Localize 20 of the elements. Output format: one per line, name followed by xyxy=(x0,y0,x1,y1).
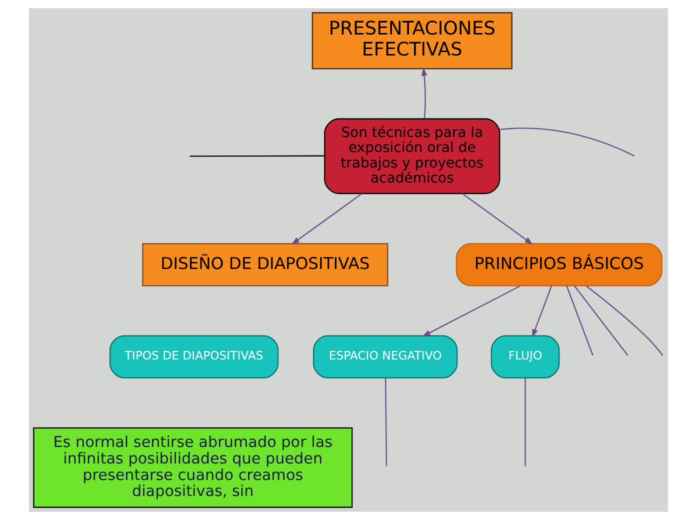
arrow xyxy=(420,68,427,119)
connector xyxy=(585,285,663,356)
connector xyxy=(384,378,387,466)
node-box: TIPOS DE DIAPOSITIVAS xyxy=(108,335,278,378)
node-box: DISEÑO DE DIAPOSITIVAS xyxy=(142,243,388,286)
connector xyxy=(573,285,628,356)
connector xyxy=(500,128,634,156)
arrow xyxy=(532,286,552,338)
node-box: PRESENTACIONES EFECTIVAS xyxy=(311,12,512,70)
node-box: Son técnicas para la exposición oral de trabajos y proyectos académicos xyxy=(324,118,500,194)
connector xyxy=(566,286,593,356)
connector xyxy=(524,378,526,466)
arrow xyxy=(422,285,520,337)
arrow xyxy=(290,193,362,245)
node-box: PRINCIPIOS BÁSICOS xyxy=(455,243,662,286)
node-box: ESPACIO NEGATIVO xyxy=(312,335,458,378)
connector xyxy=(189,155,324,157)
node-box: FLUJO xyxy=(490,335,560,378)
node-box: Es normal sentirse abrumado por las infinitas posibilidades que pueden presentarse cuando creamos diapositivas, sin xyxy=(32,427,352,508)
arrow xyxy=(461,193,532,245)
